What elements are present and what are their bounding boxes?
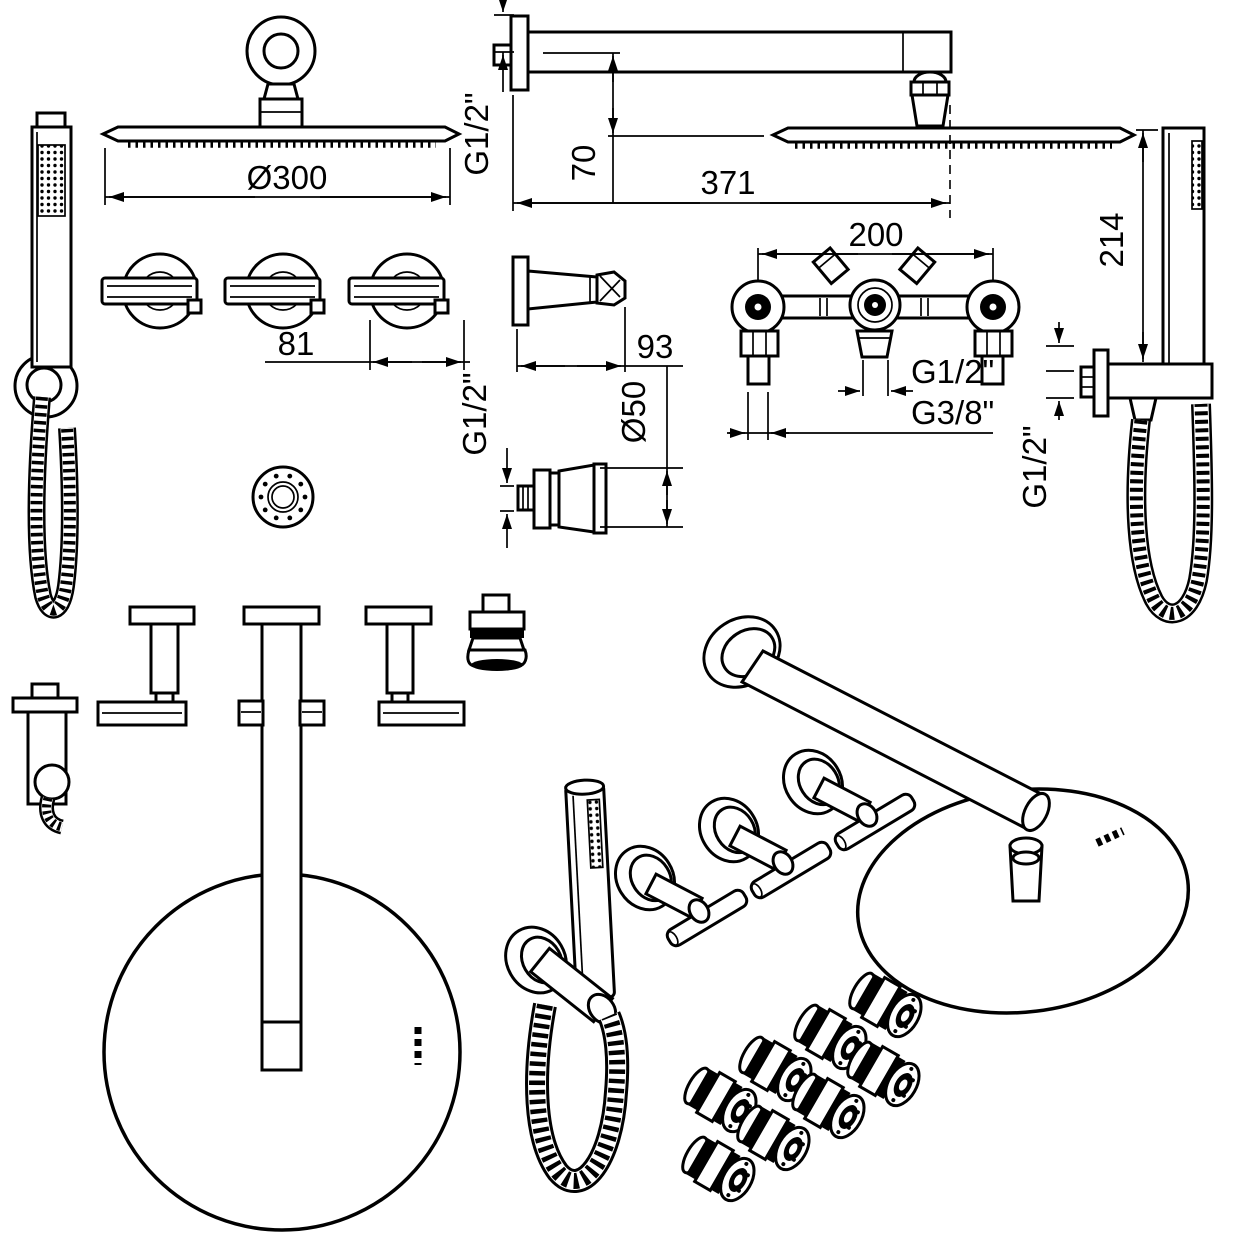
shower-head-disc xyxy=(99,125,463,143)
dim-label-valve-inlet-thread: G3/8" xyxy=(911,394,994,431)
handle-top-view-1 xyxy=(96,605,196,727)
grip-texture xyxy=(1191,140,1203,210)
grip-texture xyxy=(586,798,604,869)
ceiling-arm xyxy=(260,622,303,1072)
dim-jet-diameter: Ø50 xyxy=(600,366,683,528)
dim-lever-length: 81 xyxy=(265,320,470,370)
wall-spout-side-view xyxy=(511,255,627,327)
dim-valve-outlet-thread: G1/2" xyxy=(838,353,994,396)
ceiling-shower-top-view xyxy=(102,605,462,1232)
shower-head-disc xyxy=(769,126,1138,144)
dim-label-arm-thread: G1/2" xyxy=(458,92,495,175)
dim-label-arm-length: 371 xyxy=(700,164,755,201)
overhead-shower-side-view xyxy=(99,15,463,148)
body-jet-small-view xyxy=(466,593,528,671)
dim-label-outlet-thread: G1/2" xyxy=(1016,425,1053,508)
handle-top-view-2 xyxy=(364,605,466,727)
grip-texture xyxy=(37,144,66,217)
dim-label-spout-length: 93 xyxy=(637,328,674,365)
wall-elbow-side-view xyxy=(11,682,79,835)
body-jets-3d xyxy=(674,965,930,1208)
dim-jet-thread: G1/2" xyxy=(456,372,514,548)
dim-arm-thread: G1/2" xyxy=(458,0,514,176)
valve-body-front-view xyxy=(730,245,1021,386)
dim-arm-length: 371 xyxy=(512,95,951,218)
dim-valve-inlet-thread: G3/8" xyxy=(727,392,994,440)
dim-overhead-diameter: Ø300 xyxy=(104,148,451,205)
valve-handles-side-view xyxy=(100,252,450,330)
dim-label-valve-spacing: 200 xyxy=(848,216,903,253)
dim-label-handshower-height: 214 xyxy=(1093,212,1130,267)
body-jet-side-view xyxy=(516,462,608,535)
dim-handshower-height: 214 xyxy=(1093,129,1158,362)
handshower-side-view xyxy=(13,111,79,619)
dim-label-lever-length: 81 xyxy=(278,325,315,362)
dim-label-jet-thread: G1/2" xyxy=(456,372,493,455)
jet-face-front-view xyxy=(251,465,315,529)
handshower-3d xyxy=(504,778,630,1193)
dim-arm-drop: 70 xyxy=(543,52,764,203)
dim-label-arm-drop: 70 xyxy=(565,145,602,182)
dim-outlet-thread: G1/2" xyxy=(1016,322,1074,509)
arm-shower-3d xyxy=(702,615,1191,1015)
dim-valve-spacing: 200 xyxy=(757,216,994,280)
shower-arm-side-view xyxy=(492,14,1138,149)
dim-label-diameter-300: Ø300 xyxy=(247,159,328,196)
dim-spout-length: 93 xyxy=(516,307,683,372)
dim-label-jet-diameter: Ø50 xyxy=(615,381,652,443)
dim-label-valve-outlet-thread: G1/2" xyxy=(911,353,994,390)
brand-logo-mark xyxy=(1095,827,1125,847)
wall-bracket xyxy=(1098,362,1214,400)
handshower-wall-outlet-view xyxy=(1079,126,1214,624)
